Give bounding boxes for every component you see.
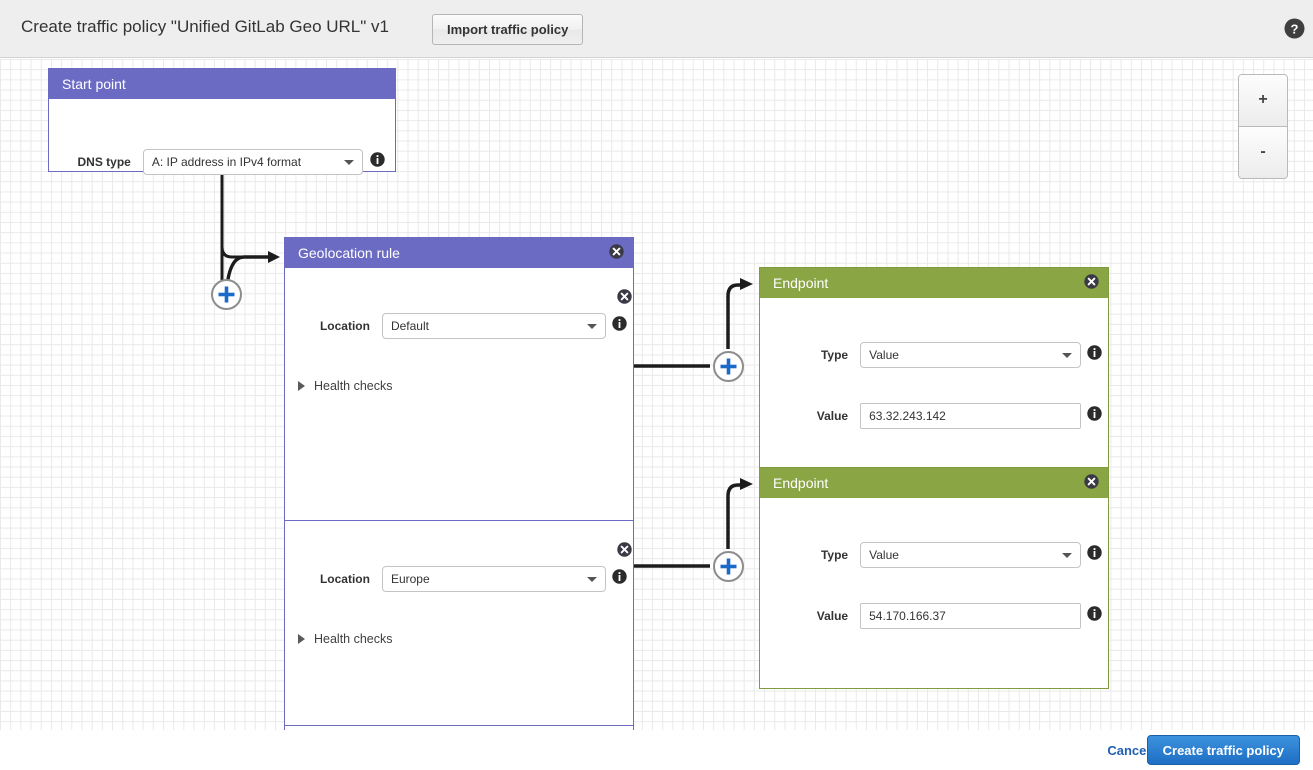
- endpoint-1-body: Type Value Value 63.32.243.142: [760, 298, 1108, 488]
- chevron-down-icon: [1062, 353, 1072, 358]
- endpoint-2-value-input[interactable]: 54.170.166.37: [860, 603, 1081, 629]
- node-start-point[interactable]: Start point DNS type A: IP address in IP…: [48, 68, 396, 175]
- help-circle-icon[interactable]: ?: [1284, 18, 1305, 39]
- policy-canvas[interactable]: + - Start point DNS type A: IP address i…: [0, 59, 1313, 730]
- endpoint-1-header: Endpoint: [760, 268, 1108, 298]
- geo-location-2-label: Location: [319, 572, 370, 586]
- geolocation-rule-body: Location Default Heal: [285, 268, 633, 730]
- connector-wires: [220, 171, 753, 568]
- svg-text:?: ?: [1291, 22, 1299, 37]
- top-bar: Create traffic policy "Unified GitLab Ge…: [0, 0, 1313, 58]
- add-another-geo-location-button[interactable]: Add another geo location: [285, 725, 633, 730]
- chevron-down-icon: [587, 577, 597, 582]
- geolocation-rule-close-icon[interactable]: [609, 244, 624, 262]
- endpoint-2-type-select[interactable]: Value: [860, 542, 1081, 568]
- chevron-right-icon: [298, 634, 305, 644]
- endpoint-1-value-row: Value 63.32.243.142: [806, 403, 1102, 429]
- endpoint-2-value-text: 54.170.166.37: [869, 609, 946, 623]
- create-traffic-policy-button[interactable]: Create traffic policy: [1146, 735, 1300, 765]
- node-geolocation-rule[interactable]: Geolocation rule Location: [284, 237, 634, 730]
- geo-location-section: Location Default Heal: [285, 268, 633, 488]
- endpoint-2-type-value: Value: [869, 548, 899, 562]
- geo-location-divider: [285, 520, 633, 521]
- endpoint-2-value-info-icon[interactable]: [1087, 606, 1102, 626]
- add-node-connector-start[interactable]: [210, 278, 243, 311]
- endpoint-1-type-row: Type Value: [806, 342, 1102, 368]
- endpoint-2-type-row: Type Value: [806, 542, 1102, 568]
- add-node-connector-endpoint-2[interactable]: [712, 550, 745, 583]
- geo-location-section: Location Europe Healt: [285, 521, 633, 725]
- chevron-down-icon: [344, 160, 354, 165]
- endpoint-1-close-icon[interactable]: [1084, 274, 1099, 292]
- chevron-down-icon: [587, 324, 597, 329]
- geo-location-1-info-icon[interactable]: [612, 316, 627, 336]
- geo-location-2-close-icon[interactable]: [617, 542, 632, 562]
- geo-location-2-select[interactable]: Europe: [381, 566, 606, 592]
- endpoint-1-title: Endpoint: [773, 275, 829, 291]
- endpoint-1-type-value: Value: [869, 348, 899, 362]
- geo-location-1-select[interactable]: Default: [381, 313, 606, 339]
- dns-type-select[interactable]: A: IP address in IPv4 format: [142, 149, 363, 175]
- zoom-out-button[interactable]: -: [1239, 126, 1287, 178]
- cancel-button[interactable]: Cancel: [1107, 743, 1150, 758]
- bottom-bar: Cancel Create traffic policy: [0, 730, 1313, 770]
- endpoint-1-value-label: Value: [816, 409, 849, 423]
- endpoint-2-title: Endpoint: [773, 475, 829, 491]
- node-endpoint-1[interactable]: Endpoint Type Value: [759, 267, 1109, 489]
- dns-type-info-icon[interactable]: [370, 152, 385, 172]
- start-point-header: Start point: [49, 69, 395, 99]
- endpoint-2-value-row: Value 54.170.166.37: [806, 603, 1102, 629]
- geo-location-2-row: Location Europe: [307, 566, 627, 592]
- dns-type-label: DNS type: [77, 155, 131, 169]
- zoom-in-button[interactable]: +: [1239, 75, 1287, 127]
- add-node-connector-endpoint-1[interactable]: [712, 350, 745, 383]
- chevron-down-icon: [1062, 553, 1072, 558]
- page-title: Create traffic policy "Unified GitLab Ge…: [21, 17, 389, 36]
- geolocation-rule-header: Geolocation rule: [285, 238, 633, 268]
- geo-location-1-label: Location: [319, 319, 370, 333]
- geo-location-1-health-checks-label: Health checks: [314, 379, 393, 393]
- endpoint-2-type-info-icon[interactable]: [1087, 545, 1102, 565]
- geo-location-1-close-icon[interactable]: [617, 289, 632, 309]
- endpoint-1-value-input[interactable]: 63.32.243.142: [860, 403, 1081, 429]
- endpoint-1-value-text: 63.32.243.142: [869, 409, 946, 423]
- geo-location-1-row: Location Default: [307, 313, 627, 339]
- geolocation-rule-title: Geolocation rule: [298, 245, 400, 261]
- endpoint-2-body: Type Value Value 54.170.166.37: [760, 498, 1108, 688]
- dns-type-row: DNS type A: IP address in IPv4 format: [70, 149, 385, 175]
- endpoint-2-value-label: Value: [816, 609, 849, 623]
- geo-location-2-info-icon[interactable]: [612, 569, 627, 589]
- endpoint-2-close-icon[interactable]: [1084, 474, 1099, 492]
- geo-location-2-value: Europe: [390, 572, 430, 586]
- endpoint-1-type-select[interactable]: Value: [860, 342, 1081, 368]
- endpoint-1-type-label: Type: [820, 348, 849, 362]
- endpoint-2-type-label: Type: [820, 548, 849, 562]
- endpoint-1-type-info-icon[interactable]: [1087, 345, 1102, 365]
- geo-location-2-health-checks[interactable]: Health checks: [298, 632, 393, 646]
- geo-location-1-value: Default: [390, 319, 429, 333]
- zoom-controls[interactable]: + -: [1238, 74, 1288, 179]
- start-point-title: Start point: [62, 76, 126, 92]
- endpoint-2-header: Endpoint: [760, 468, 1108, 498]
- chevron-right-icon: [298, 381, 305, 391]
- node-endpoint-2[interactable]: Endpoint Type Value: [759, 467, 1109, 689]
- start-point-body: DNS type A: IP address in IPv4 format: [49, 99, 395, 175]
- geo-location-2-health-checks-label: Health checks: [314, 632, 393, 646]
- dns-type-value: A: IP address in IPv4 format: [151, 155, 302, 169]
- endpoint-1-value-info-icon[interactable]: [1087, 406, 1102, 426]
- import-traffic-policy-button[interactable]: Import traffic policy: [432, 14, 584, 45]
- geo-location-1-health-checks[interactable]: Health checks: [298, 379, 393, 393]
